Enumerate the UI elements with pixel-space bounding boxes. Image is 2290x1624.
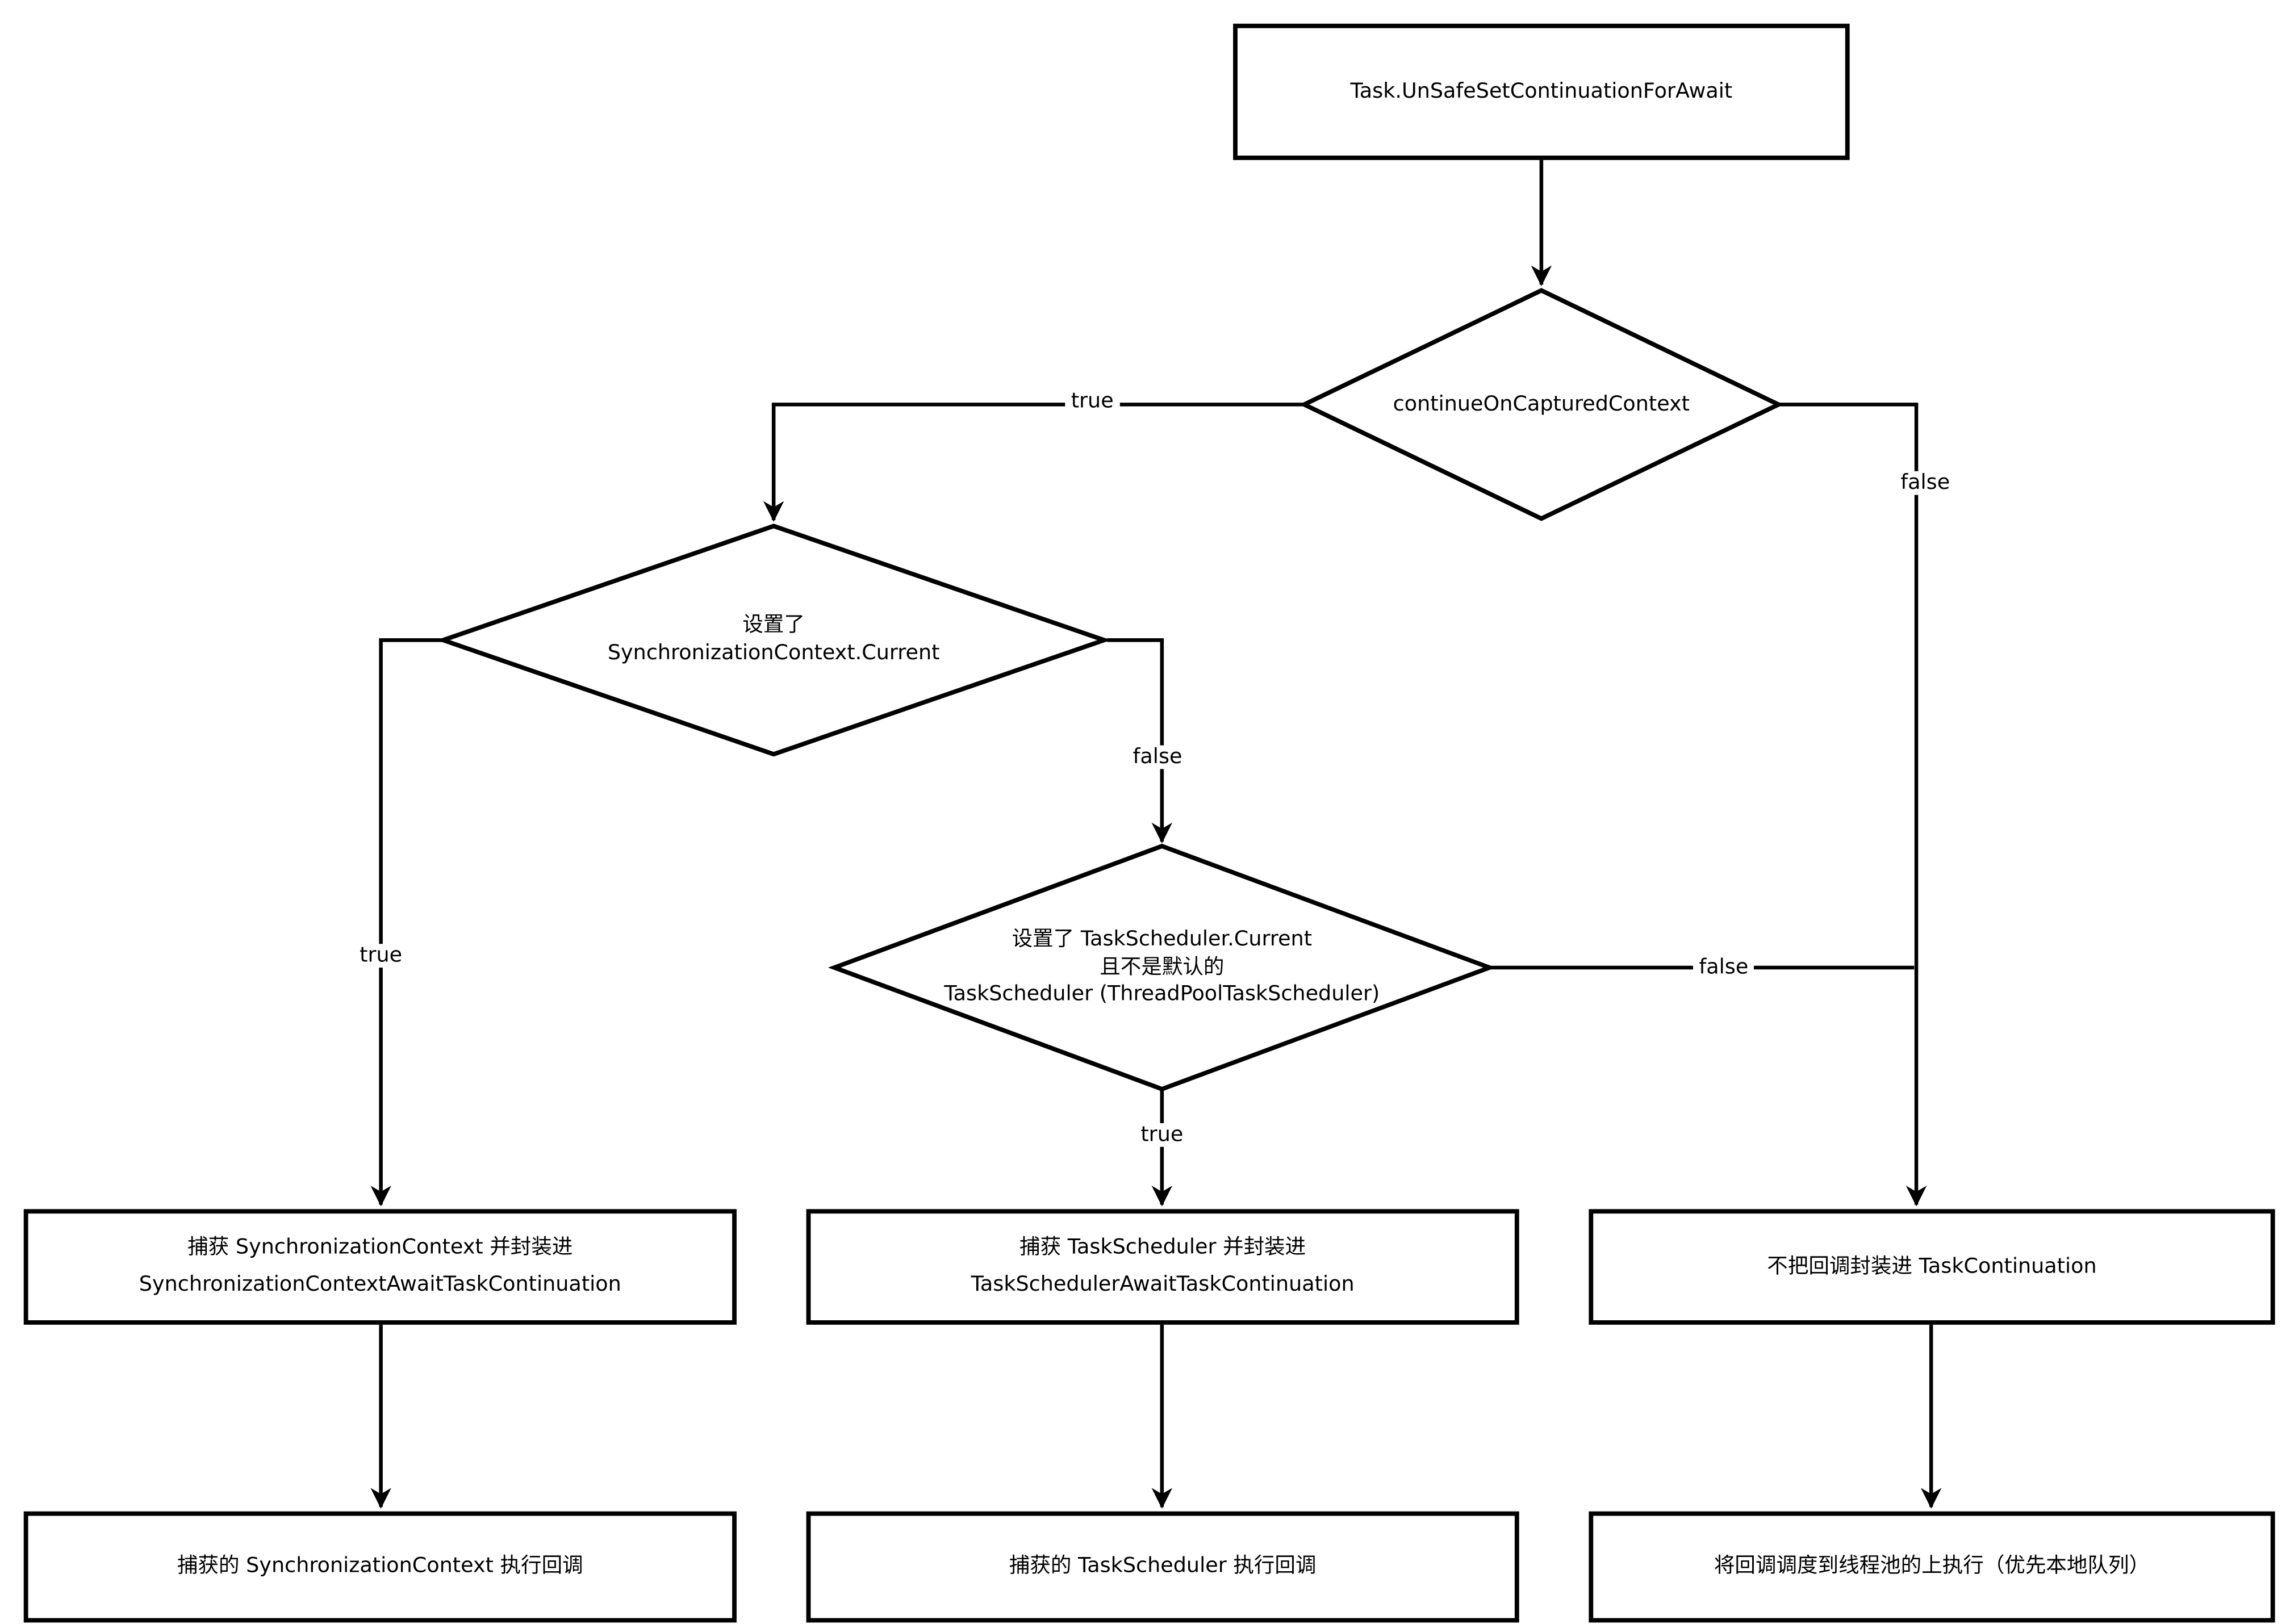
node-start-label: Task.UnSafeSetContinuationForAwait	[1350, 79, 1733, 104]
edge-label-captured-false: false	[1894, 471, 1956, 495]
edge-captured-true	[763, 403, 1307, 522]
node-schedule-threadpool: 将回调调度到线程池的上执行（优先本地队列）	[1589, 1511, 2275, 1623]
node-decision-captured-context-label: continueOnCapturedContext	[1393, 392, 1690, 416]
node-decision-sync-context-label: 设置了 SynchronizationContext.Current	[607, 613, 940, 665]
node-start: Task.UnSafeSetContinuationForAwait	[1233, 23, 1850, 160]
decision-diamond-task-scheduler	[828, 843, 1496, 1092]
edge-label-captured-true: true	[1065, 390, 1120, 414]
node-run-sync-context-callback: 捕获的 SynchronizationContext 执行回调	[23, 1511, 737, 1623]
edge-sync-true	[370, 638, 446, 1207]
edge-label-scheduler-true: true	[1134, 1123, 1189, 1147]
edge-label-sync-false: false	[1127, 745, 1188, 769]
edge-label-sync-true: true	[353, 944, 408, 968]
edge-sync-false	[1107, 638, 1173, 844]
decision-diamond-sync-context	[436, 524, 1111, 757]
node-capture-task-scheduler: 捕获 TaskScheduler 并封装进 TaskSchedulerAwait…	[806, 1209, 1519, 1325]
node-capture-sync-context: 捕获 SynchronizationContext 并封装进 Synchroni…	[23, 1209, 737, 1325]
node-no-task-continuation: 不把回调封装进 TaskContinuation	[1589, 1209, 2275, 1325]
node-decision-task-scheduler-label: 设置了 TaskScheduler.Current 且不是默认的 TaskSch…	[944, 927, 1380, 1007]
edge-label-scheduler-false: false	[1693, 956, 1754, 980]
edge-captured-false	[1775, 403, 1927, 1207]
decision-diamond-captured-context	[1299, 288, 1784, 521]
node-run-task-scheduler-callback: 捕获的 TaskScheduler 执行回调	[806, 1511, 1519, 1623]
